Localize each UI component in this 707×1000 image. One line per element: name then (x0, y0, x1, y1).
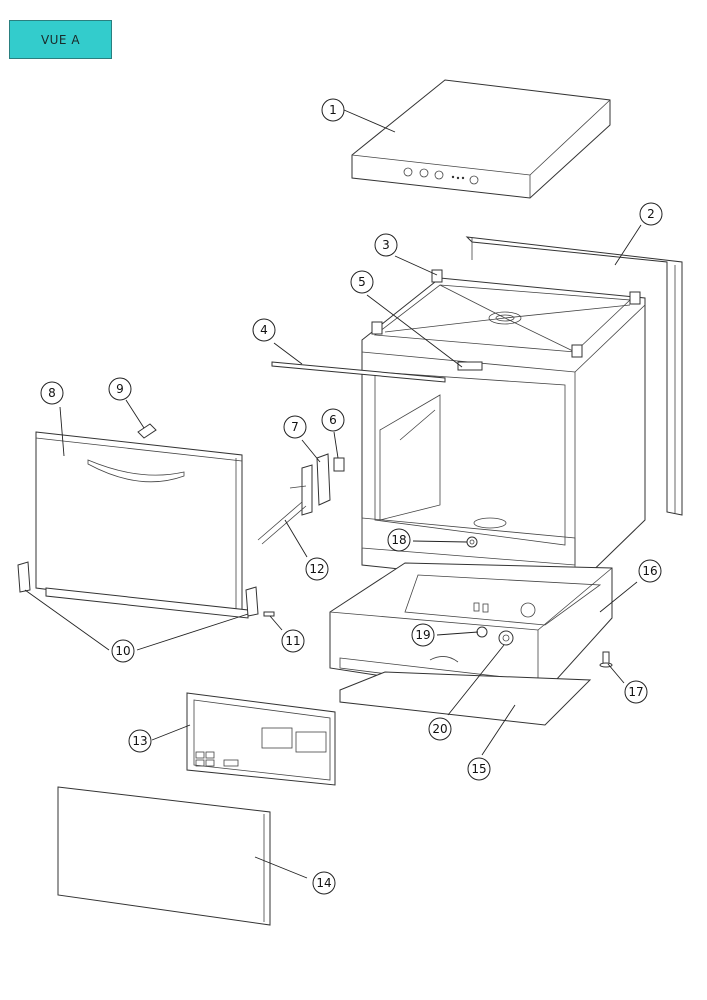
callout-16: 16 (638, 559, 662, 583)
svg-text:17: 17 (628, 685, 643, 699)
svg-text:15: 15 (471, 762, 486, 776)
front-knob (466, 536, 478, 548)
callout-11: 11 (281, 629, 305, 653)
rail-bar (271, 361, 446, 383)
svg-text:12: 12 (309, 562, 324, 576)
svg-text:2: 2 (647, 207, 655, 221)
svg-text:20: 20 (432, 722, 447, 736)
base-frame (329, 562, 613, 701)
electrical-plate (186, 692, 336, 786)
svg-text:18: 18 (391, 533, 406, 547)
callout-15: 15 (467, 757, 491, 781)
callout-8: 8 (40, 381, 64, 405)
callout-17: 17 (624, 680, 648, 704)
callout-19: 19 (411, 623, 435, 647)
svg-text:6: 6 (329, 413, 337, 427)
callout-20: 20 (428, 717, 452, 741)
leader-lines (24, 109, 642, 879)
svg-text:10: 10 (115, 644, 130, 658)
view-label: VUE A (9, 20, 112, 59)
svg-text:8: 8 (48, 386, 56, 400)
svg-text:19: 19 (415, 628, 430, 642)
svg-text:1: 1 (329, 103, 337, 117)
callout-7: 7 (283, 415, 307, 439)
hinge-pin (263, 611, 275, 617)
svg-text:13: 13 (132, 734, 147, 748)
top-cover-panel (351, 79, 611, 199)
svg-text:14: 14 (316, 876, 331, 890)
callout-12: 12 (305, 557, 329, 581)
callout-4: 4 (252, 318, 276, 342)
door-panel (35, 431, 249, 619)
callout-14: 14 (312, 871, 336, 895)
callout-9: 9 (108, 377, 132, 401)
svg-text:16: 16 (642, 564, 657, 578)
door-handle-insert (137, 423, 157, 439)
front-bottom-panel (57, 786, 271, 926)
callout-10: 10 (111, 639, 135, 663)
callout-1: 1 (321, 98, 345, 122)
wash-cabinet (361, 269, 646, 589)
svg-text:4: 4 (260, 323, 268, 337)
callout-6: 6 (321, 408, 345, 432)
svg-text:5: 5 (358, 275, 366, 289)
svg-text:11: 11 (285, 634, 300, 648)
callout-13: 13 (128, 729, 152, 753)
callout-18: 18 (387, 528, 411, 552)
rear-panel (465, 236, 683, 516)
callout-3: 3 (374, 233, 398, 257)
svg-text:7: 7 (291, 420, 299, 434)
base-plate (339, 671, 592, 726)
callout-2: 2 (639, 202, 663, 226)
svg-text:3: 3 (382, 238, 390, 252)
adjustable-foot (599, 651, 613, 668)
hinge-bracket (257, 453, 345, 545)
callout-5: 5 (350, 270, 374, 294)
door-hinges (17, 561, 259, 617)
svg-text:9: 9 (116, 382, 124, 396)
